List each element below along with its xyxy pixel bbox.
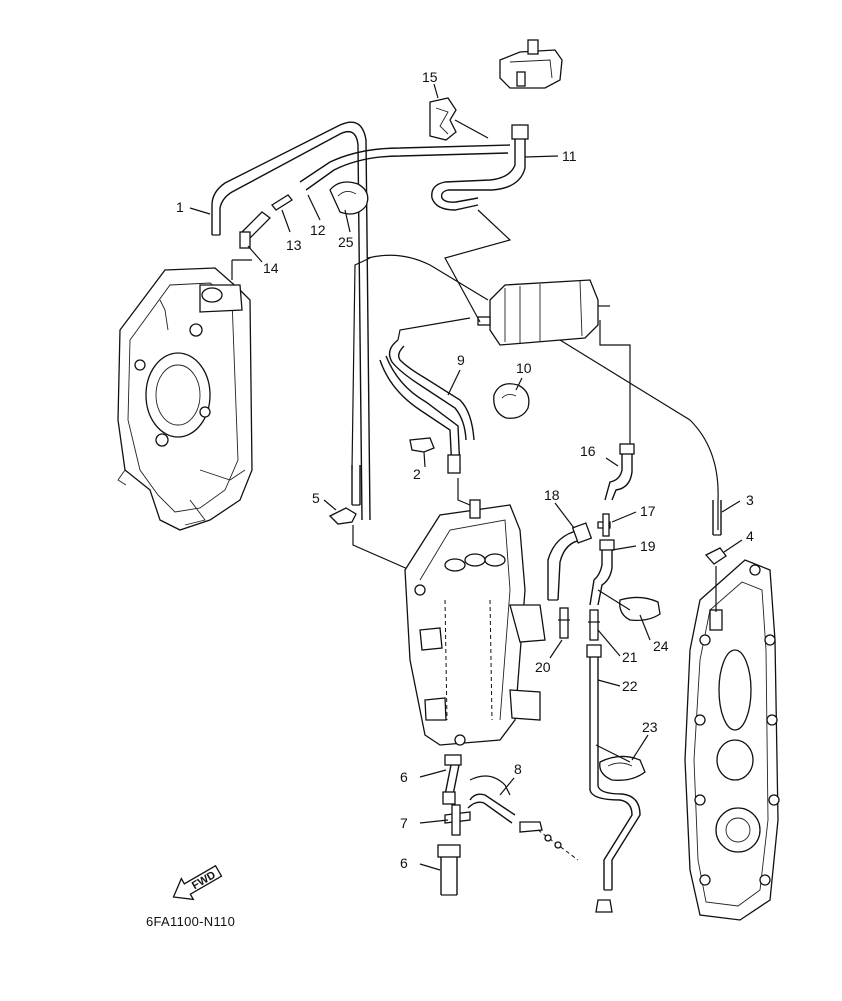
elbow-16 xyxy=(604,443,635,501)
route-lines xyxy=(351,209,719,530)
callout-9: 9 xyxy=(457,352,465,368)
tube-19 xyxy=(589,539,615,606)
callout-10: 10 xyxy=(516,360,532,376)
callout-19: 19 xyxy=(640,538,656,554)
callout-leaders xyxy=(189,83,743,871)
callout-21: 21 xyxy=(622,649,638,665)
bottom-parts xyxy=(437,754,579,896)
clip-25 xyxy=(329,181,369,215)
callout-23: 23 xyxy=(642,719,658,735)
callout-13: 13 xyxy=(286,237,302,253)
tube-12 xyxy=(299,144,511,191)
clip-10 xyxy=(493,383,530,419)
canister xyxy=(477,279,610,346)
callout-20: 20 xyxy=(535,659,551,675)
callout-11: 11 xyxy=(562,148,577,164)
callout-16: 16 xyxy=(580,443,596,459)
part-code: 6FA1100-N110 xyxy=(146,914,235,929)
callout-8: 8 xyxy=(514,761,522,777)
tube-3 xyxy=(351,465,722,536)
clamp-4 xyxy=(704,547,727,612)
callout-5: 5 xyxy=(312,490,320,506)
fitting-20 xyxy=(558,607,570,639)
callout-7: 7 xyxy=(400,815,408,831)
callout-24: 24 xyxy=(653,638,669,654)
callout-17: 17 xyxy=(640,503,656,519)
joint-17 xyxy=(597,513,611,537)
engine-block-left xyxy=(117,267,253,531)
vapor-separator xyxy=(404,478,546,746)
fwd-arrow: FWD xyxy=(172,864,223,901)
clip-24 xyxy=(597,589,661,622)
fitting-21 xyxy=(588,609,600,641)
callout-labels: 1 2 3 4 5 6 6 7 8 9 10 11 12 13 14 15 16… xyxy=(176,69,754,871)
callout-6-bottom: 6 xyxy=(400,855,408,871)
callout-3: 3 xyxy=(746,492,754,508)
callout-18: 18 xyxy=(544,487,560,503)
clip-2 xyxy=(409,437,435,453)
clip-23 xyxy=(595,744,646,781)
clip-15 xyxy=(429,97,489,141)
tube-9 xyxy=(379,339,475,474)
clamp-5 xyxy=(328,507,411,571)
tube-22 xyxy=(586,644,641,913)
parts-13-14 xyxy=(231,194,293,280)
callout-25: 25 xyxy=(338,234,354,250)
hose-18 xyxy=(547,522,593,601)
callout-14: 14 xyxy=(263,260,279,276)
callout-12: 12 xyxy=(310,222,326,238)
callout-6-top: 6 xyxy=(400,769,408,785)
callout-4: 4 xyxy=(746,528,754,544)
callout-22: 22 xyxy=(622,678,638,694)
tube-11 xyxy=(431,124,529,211)
engine-plate-right xyxy=(684,559,780,921)
callout-2: 2 xyxy=(413,466,421,482)
top-valve xyxy=(499,39,563,89)
fwd-label: FWD xyxy=(190,869,218,892)
callout-1: 1 xyxy=(176,199,184,215)
tube-1 xyxy=(211,121,371,521)
callout-15: 15 xyxy=(422,69,438,85)
